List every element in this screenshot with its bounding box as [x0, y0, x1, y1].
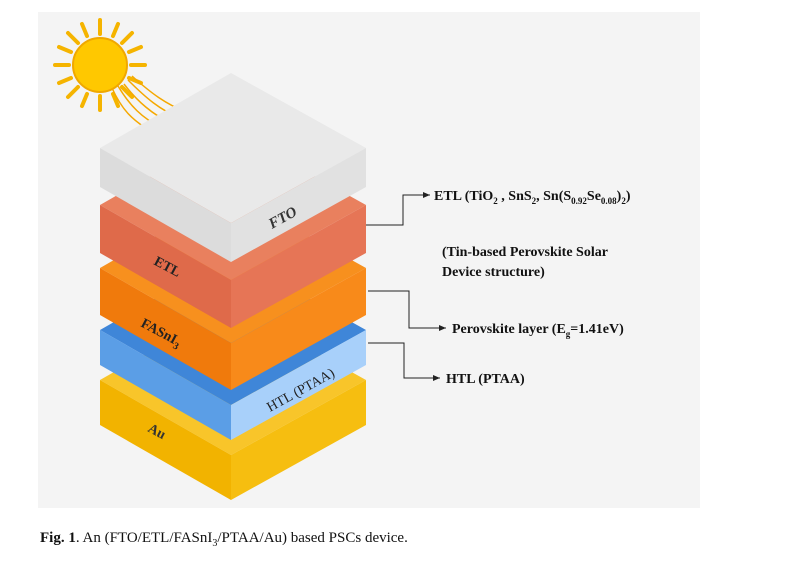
fto-layer: FTO — [100, 73, 366, 262]
leader-lines — [366, 192, 446, 381]
caption-text-before: . An (FTO/ETL/FASnI — [75, 530, 213, 546]
etl-leader-line — [366, 192, 430, 226]
perovskite-leader-line — [368, 290, 446, 331]
htl-leader-line — [368, 342, 440, 381]
sun-icon — [53, 18, 147, 112]
perovskite-callout: Perovskite layer (Eg=1.41eV) — [452, 322, 624, 339]
caption-subscript: 3 — [212, 538, 218, 549]
figure-caption: Fig. 1. An (FTO/ETL/FASnI3/PTAA/Au) base… — [40, 530, 408, 549]
structure-note-line2: Device structure) — [442, 265, 545, 280]
caption-label: Fig. 1 — [40, 530, 76, 546]
etl-callout: ETL (TiO2 , SnS2, Sn(S0.92Se0.08)2) — [434, 189, 631, 206]
structure-note-line1: (Tin-based Perovskite Solar — [442, 245, 608, 260]
htl-callout: HTL (PTAA) — [446, 372, 525, 387]
caption-text-after: /PTAA/Au) based PSCs device. — [217, 530, 408, 546]
